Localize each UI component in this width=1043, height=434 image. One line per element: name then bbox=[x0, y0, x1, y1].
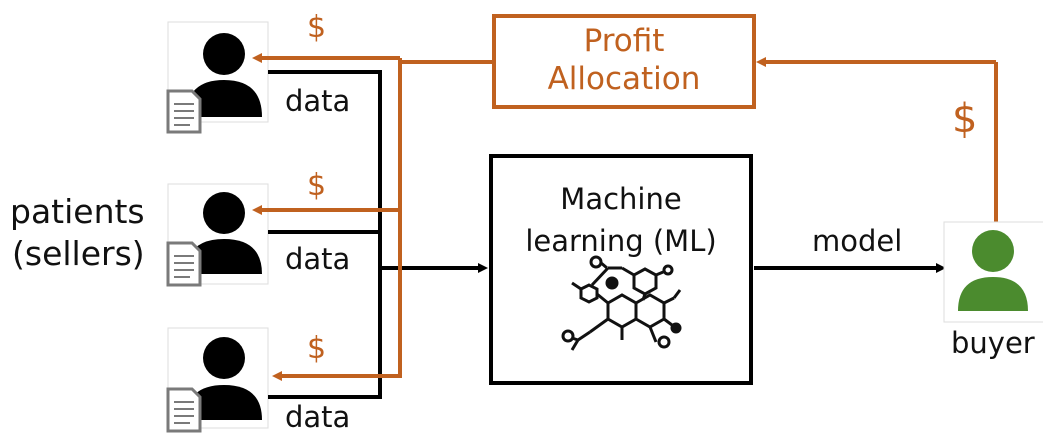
ml-title-line2: learning (ML) bbox=[525, 224, 717, 258]
molecule-network-icon bbox=[561, 255, 682, 351]
document-icon bbox=[166, 387, 202, 433]
dollar-label-1: $ bbox=[307, 10, 327, 45]
document-icon bbox=[166, 89, 202, 134]
data-label-1: data bbox=[285, 84, 351, 118]
person-icon bbox=[186, 33, 262, 117]
person-icon bbox=[186, 337, 262, 420]
patients-label-line2: (sellers) bbox=[12, 234, 145, 273]
dollar-label-3: $ bbox=[307, 331, 327, 366]
model-label: model bbox=[812, 224, 903, 258]
profit-allocation-line2: Allocation bbox=[547, 61, 701, 97]
profit-allocation-title: Profit Allocation bbox=[494, 22, 754, 98]
profit-allocation-line1: Profit bbox=[583, 23, 665, 59]
dollar-label-2: $ bbox=[307, 168, 327, 203]
person-icon bbox=[186, 192, 262, 274]
document-icon bbox=[166, 241, 202, 287]
buyer-label: buyer bbox=[951, 326, 1035, 360]
patients-label-line1: patients bbox=[10, 192, 145, 231]
ml-title: Machine learning (ML) bbox=[491, 178, 751, 262]
profit-allocation-box bbox=[492, 14, 756, 109]
dollar-label-buyer: $ bbox=[952, 96, 978, 142]
data-label-3: data bbox=[285, 400, 351, 434]
data-label-2: data bbox=[285, 242, 351, 276]
person-icon bbox=[958, 230, 1028, 311]
seller-1 bbox=[166, 21, 269, 134]
seller-3 bbox=[166, 327, 269, 433]
buyer bbox=[943, 221, 1043, 323]
data-flow-lines bbox=[268, 70, 946, 399]
seller-2 bbox=[166, 183, 269, 287]
payment-flow-lines bbox=[252, 53, 998, 381]
ml-title-line1: Machine bbox=[560, 182, 682, 216]
